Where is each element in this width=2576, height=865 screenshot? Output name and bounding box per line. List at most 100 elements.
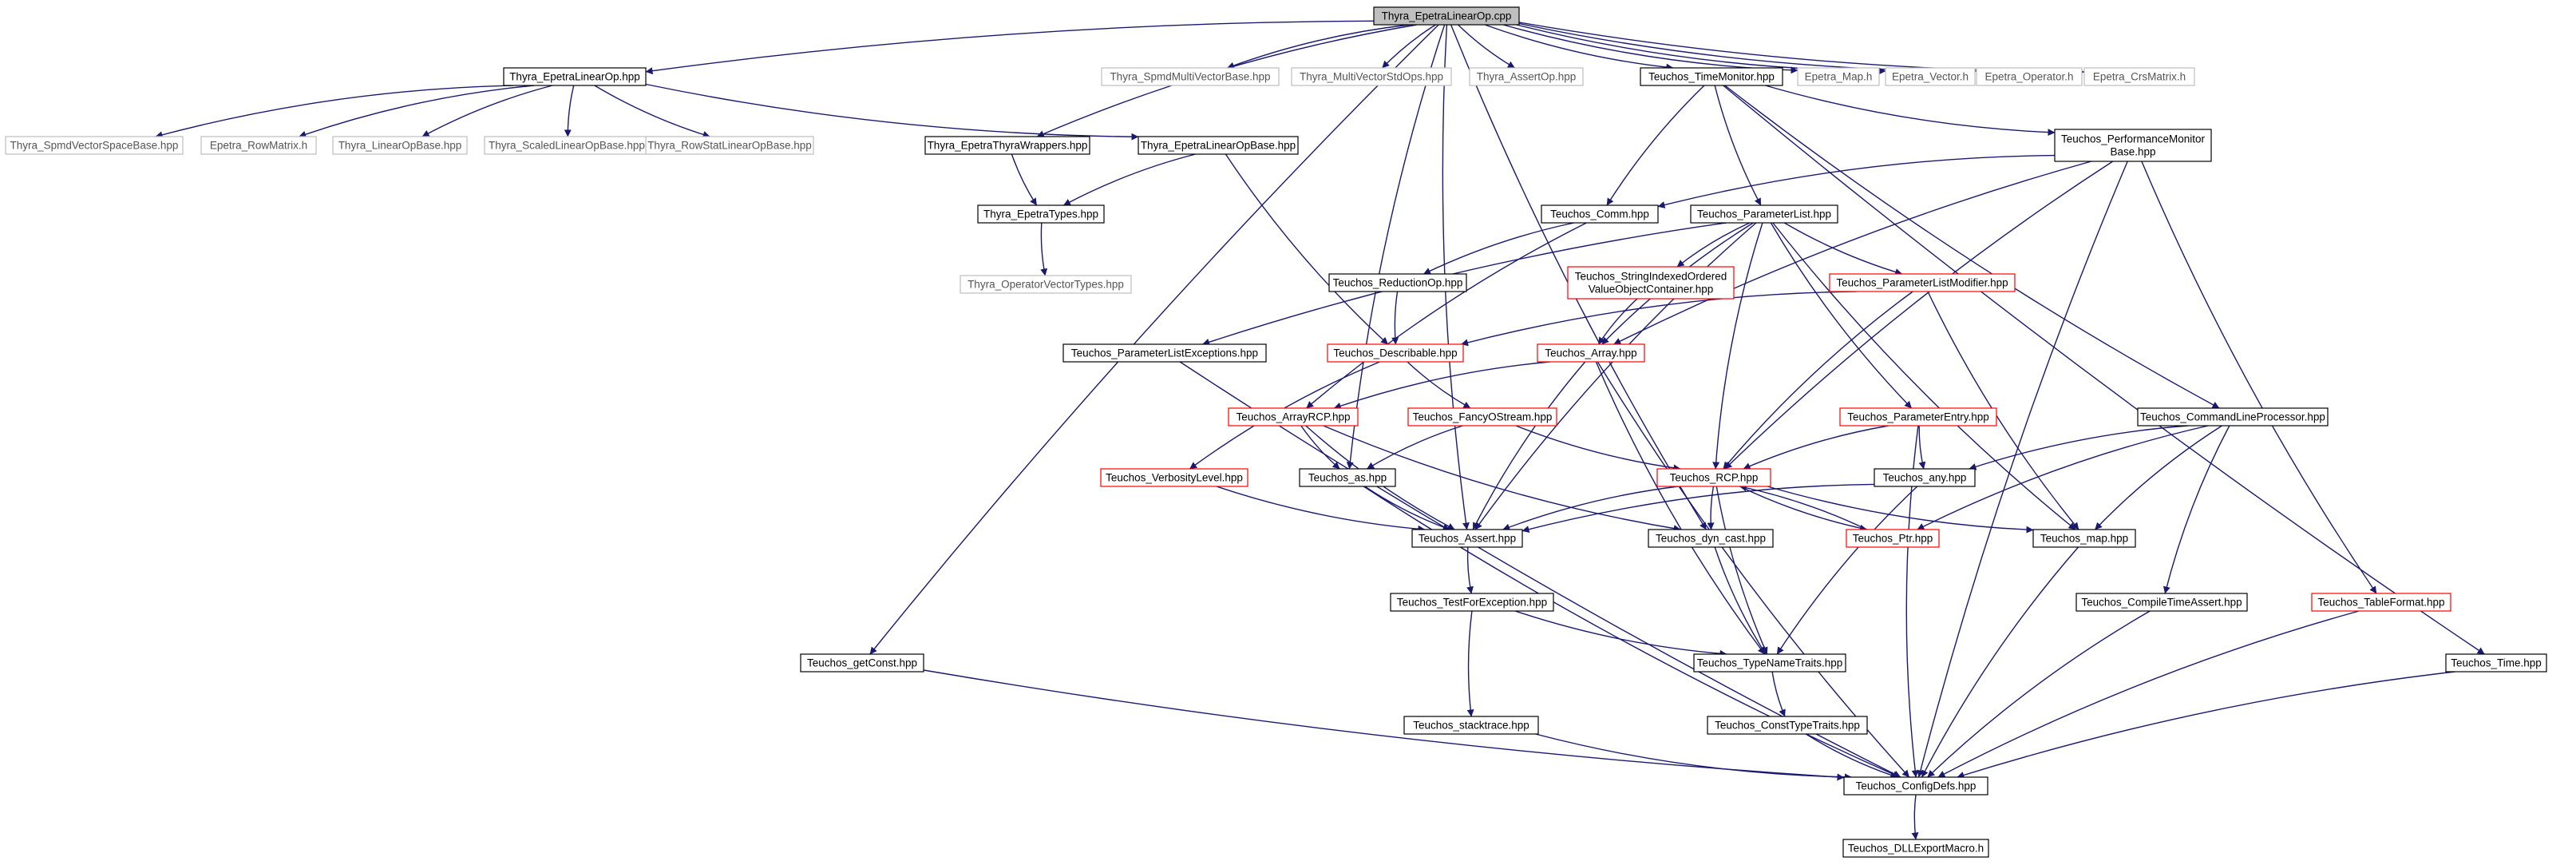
edge-thyra_epetralinearop_hpp-to-epetra_rowmatrix bbox=[299, 85, 535, 138]
node-any[interactable]: Teuchos_any.hpp bbox=[1874, 468, 1976, 487]
node-mv_std_ops[interactable]: Thyra_MultiVectorStdOps.hpp bbox=[1291, 67, 1452, 86]
node-reduction_op[interactable]: Teuchos_ReductionOp.hpp bbox=[1328, 273, 1467, 292]
node-box bbox=[1390, 593, 1554, 612]
node-spmd_vs_base[interactable]: Thyra_SpmdVectorSpaceBase.hpp bbox=[5, 136, 184, 155]
node-param_list_modifier[interactable]: Teuchos_ParameterListModifier.hpp bbox=[1829, 273, 2016, 292]
node-box bbox=[1839, 407, 1997, 427]
node-root[interactable]: Thyra_EpetraLinearOp.cpp bbox=[1373, 6, 1520, 26]
node-label: Teuchos_ParameterList.hpp bbox=[1697, 208, 1831, 220]
edge-thyra_epetralinearop_hpp-to-epetra_lop_base bbox=[645, 83, 1139, 141]
node-fancy_ostream[interactable]: Teuchos_FancyOStream.hpp bbox=[1407, 407, 1557, 427]
edge-thyra_epetralinearop_hpp-to-scaled_lop_base bbox=[564, 85, 575, 137]
node-stacktrace[interactable]: Teuchos_stacktrace.hpp bbox=[1403, 716, 1539, 735]
node-label: Teuchos_DLLExportMacro.h bbox=[1848, 843, 1984, 855]
node-label: Teuchos_Describable.hpp bbox=[1333, 347, 1457, 359]
node-const_type_traits[interactable]: Teuchos_ConstTypeTraits.hpp bbox=[1707, 716, 1868, 735]
node-box bbox=[645, 136, 814, 155]
node-box bbox=[1567, 266, 1735, 300]
node-type_name_traits[interactable]: Teuchos_TypeNameTraits.hpp bbox=[1693, 653, 1846, 673]
edge-rcp-to-type_name_traits bbox=[1715, 486, 1768, 655]
node-table_format[interactable]: Teuchos_TableFormat.hpp bbox=[2311, 593, 2451, 612]
node-label: Thyra_ScaledLinearOpBase.hpp bbox=[489, 140, 645, 152]
edge-get_const-to-config_defs bbox=[923, 669, 1845, 781]
node-label: Thyra_EpetraThyraWrappers.hpp bbox=[928, 140, 1088, 152]
edge-root-to-thyra_epetralinearop_hpp bbox=[645, 20, 1375, 75]
node-param_list[interactable]: Teuchos_ParameterList.hpp bbox=[1690, 204, 1838, 224]
node-epetra_vector[interactable]: Epetra_Vector.h bbox=[1885, 67, 1976, 86]
node-thyra_epetralinearop_hpp[interactable]: Thyra_EpetraLinearOp.hpp bbox=[503, 67, 647, 86]
edge-fancy_ostream-to-as bbox=[1367, 425, 1463, 470]
node-box bbox=[1707, 716, 1868, 735]
node-epetra_types[interactable]: Thyra_EpetraTypes.hpp bbox=[977, 204, 1105, 224]
edge-array_rcp-to-as bbox=[1300, 425, 1340, 470]
node-box bbox=[1874, 468, 1976, 487]
node-box bbox=[1693, 653, 1846, 673]
edge-any-to-type_name_traits bbox=[1776, 486, 1918, 655]
node-epetra_map[interactable]: Epetra_Map.h bbox=[1797, 67, 1880, 86]
edge-rcp-to-dyn_cast bbox=[1707, 486, 1715, 530]
node-comm[interactable]: Teuchos_Comm.hpp bbox=[1541, 204, 1659, 224]
node-label: Teuchos_RCP.hpp bbox=[1670, 472, 1759, 484]
node-describable[interactable]: Teuchos_Describable.hpp bbox=[1327, 343, 1464, 363]
node-param_entry[interactable]: Teuchos_ParameterEntry.hpp bbox=[1839, 407, 1997, 427]
node-rowstat_lop_base[interactable]: Thyra_RowStatLinearOpBase.hpp bbox=[645, 136, 814, 155]
node-compile_time_assert[interactable]: Teuchos_CompileTimeAssert.hpp bbox=[2075, 593, 2248, 612]
node-get_const[interactable]: Teuchos_getConst.hpp bbox=[800, 653, 924, 673]
edge-param_entry-to-rcp bbox=[1743, 425, 1889, 470]
node-label: Thyra_EpetraLinearOpBase.hpp bbox=[1141, 140, 1296, 152]
node-box bbox=[1541, 204, 1659, 224]
node-linear_op_base[interactable]: Thyra_LinearOpBase.hpp bbox=[332, 136, 468, 155]
edge-root-to-as bbox=[1346, 24, 1446, 470]
edge-perf_monitor_base-to-config_defs bbox=[1917, 161, 2128, 778]
node-label: Thyra_SpmdMultiVectorBase.hpp bbox=[1110, 71, 1270, 83]
node-spmd_mv_base[interactable]: Thyra_SpmdMultiVectorBase.hpp bbox=[1101, 67, 1280, 86]
node-box bbox=[1101, 67, 1280, 86]
node-box bbox=[2445, 653, 2547, 673]
node-label: Teuchos_getConst.hpp bbox=[807, 657, 917, 669]
node-string_indexed[interactable]: Teuchos_StringIndexedOrderedValueObjectC… bbox=[1567, 266, 1735, 300]
node-epetra_crsmatrix[interactable]: Epetra_CrsMatrix.h bbox=[2083, 67, 2195, 86]
node-label: Teuchos_ParameterListModifier.hpp bbox=[1836, 277, 2008, 289]
node-assert_op[interactable]: Thyra_AssertOp.hpp bbox=[1469, 67, 1584, 86]
node-verbosity_level[interactable]: Teuchos_VerbosityLevel.hpp bbox=[1100, 468, 1248, 487]
edge-config_defs-to-dll_export_macro bbox=[1911, 794, 1919, 840]
node-label: Teuchos_ConstTypeTraits.hpp bbox=[1715, 720, 1860, 732]
node-epetra_operator[interactable]: Epetra_Operator.h bbox=[1976, 67, 2083, 86]
node-operator_vector_types[interactable]: Thyra_OperatorVectorTypes.hpp bbox=[960, 275, 1132, 294]
edge-epetra_lop_base-to-describable bbox=[1225, 153, 1389, 345]
node-dyn_cast[interactable]: Teuchos_dyn_cast.hpp bbox=[1648, 529, 1774, 548]
edge-root-to-get_const bbox=[869, 24, 1439, 655]
edge-test_for_exception-to-type_name_traits bbox=[1514, 610, 1727, 657]
node-label: Teuchos_stacktrace.hpp bbox=[1413, 720, 1529, 732]
edge-perf_monitor_base-to-array bbox=[1613, 161, 2091, 345]
node-epetra_lop_base[interactable]: Thyra_EpetraLinearOpBase.hpp bbox=[1138, 136, 1299, 155]
node-test_for_exception[interactable]: Teuchos_TestForException.hpp bbox=[1390, 593, 1554, 612]
node-scaled_lop_base[interactable]: Thyra_ScaledLinearOpBase.hpp bbox=[484, 136, 650, 155]
edge-stacktrace-to-config_defs bbox=[1535, 733, 1852, 781]
node-epetra_thyra_wrappers[interactable]: Thyra_EpetraThyraWrappers.hpp bbox=[924, 136, 1090, 155]
edge-fancy_ostream-to-rcp bbox=[1515, 425, 1681, 472]
node-label: Teuchos_ParameterListExceptions.hpp bbox=[1071, 347, 1258, 359]
edge-param_list-to-rcp bbox=[1712, 222, 1763, 470]
node-config_defs[interactable]: Teuchos_ConfigDefs.hpp bbox=[1843, 776, 1988, 796]
node-epetra_rowmatrix[interactable]: Epetra_RowMatrix.h bbox=[200, 136, 317, 155]
node-ptr[interactable]: Teuchos_Ptr.hpp bbox=[1846, 529, 1940, 548]
edge-perf_monitor_base-to-table_format bbox=[2141, 161, 2377, 594]
node-time_monitor[interactable]: Teuchos_TimeMonitor.hpp bbox=[1640, 67, 1783, 86]
node-array_rcp[interactable]: Teuchos_ArrayRCP.hpp bbox=[1228, 407, 1359, 427]
node-label: Epetra_RowMatrix.h bbox=[210, 140, 307, 152]
node-rcp[interactable]: Teuchos_RCP.hpp bbox=[1656, 468, 1771, 487]
node-cmdline_processor[interactable]: Teuchos_CommandLineProcessor.hpp bbox=[2137, 407, 2329, 427]
node-map[interactable]: Teuchos_map.hpp bbox=[2032, 529, 2136, 548]
node-box bbox=[1062, 343, 1267, 363]
node-dll_export_macro[interactable]: Teuchos_DLLExportMacro.h bbox=[1842, 839, 1989, 858]
node-box bbox=[2311, 593, 2451, 612]
node-array[interactable]: Teuchos_Array.hpp bbox=[1537, 343, 1645, 363]
node-label: Teuchos_ArrayRCP.hpp bbox=[1236, 411, 1350, 423]
node-param_list_exceptions[interactable]: Teuchos_ParameterListExceptions.hpp bbox=[1062, 343, 1267, 363]
edge-verbosity_level-to-assert bbox=[1216, 486, 1426, 533]
node-time[interactable]: Teuchos_Time.hpp bbox=[2445, 653, 2547, 673]
node-assert[interactable]: Teuchos_Assert.hpp bbox=[1411, 529, 1523, 548]
node-as[interactable]: Teuchos_as.hpp bbox=[1299, 468, 1396, 487]
